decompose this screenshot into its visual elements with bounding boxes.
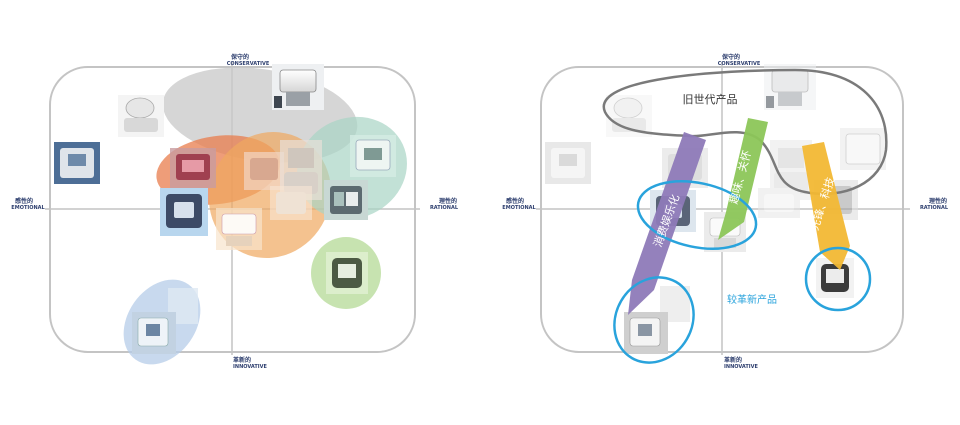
axis-label-en: RATIONAL — [430, 205, 459, 211]
product-thumbnail — [132, 288, 198, 354]
axis-label-en: INNOVATIVE — [233, 364, 267, 370]
arrow-orange — [802, 142, 850, 270]
ring-innovative-product — [613, 276, 695, 364]
product-thumbnail — [324, 180, 368, 220]
axis-label-zh: 保守的 — [721, 53, 740, 61]
product-thumbnail — [54, 142, 100, 184]
left-axis-top-label: 保守的 CONSERVATIVE — [227, 53, 270, 67]
arrow-purple — [628, 132, 706, 315]
axis-label-en: RATIONAL — [920, 205, 949, 211]
ring-tech-product — [804, 246, 872, 312]
left-map: 保守的 CONSERVATIVE 革新的 INNOVATIVE 感性的 EMOT… — [11, 53, 459, 370]
axis-label-en: CONSERVATIVE — [718, 61, 761, 67]
product-thumbnail — [816, 258, 854, 298]
axis-label-zh: 理性的 — [439, 197, 457, 205]
product-thumbnail — [758, 188, 800, 218]
right-axis-top-label: 保守的 CONSERVATIVE — [718, 53, 761, 67]
product-thumbnail — [326, 252, 368, 294]
product-thumbnail — [606, 95, 652, 137]
arrow-green — [718, 118, 768, 240]
axis-label-en: INNOVATIVE — [724, 364, 758, 370]
product-thumbnail — [216, 208, 262, 250]
axis-label-en: EMOTIONAL — [11, 205, 45, 211]
newer-products-label: 较革新产品 — [727, 293, 777, 306]
product-thumbnail — [270, 186, 312, 220]
ring-entertainment-cluster — [636, 180, 758, 250]
product-thumbnail — [350, 135, 396, 177]
product-thumbnail — [170, 148, 216, 188]
product-thumbnail — [545, 142, 591, 184]
product-thumbnail — [272, 64, 324, 110]
axis-label-zh: 革新的 — [724, 356, 742, 364]
right-map: 旧世代产品 较革新产品 消费娱乐化 趣味、关怀 先锋、科技 保守的 CONSER… — [502, 53, 949, 370]
old-generation-label: 旧世代产品 — [683, 92, 738, 106]
product-thumbnail — [624, 286, 690, 354]
left-axis-left-label: 感性的 EMOTIONAL — [11, 197, 45, 211]
axis-label-zh: 理性的 — [929, 197, 947, 205]
axis-label-zh: 感性的 — [15, 197, 33, 205]
axis-label-zh: 感性的 — [506, 197, 524, 205]
product-thumbnail — [244, 152, 284, 190]
right-axis-right-label: 理性的 RATIONAL — [920, 197, 949, 211]
product-thumbnail — [118, 95, 164, 137]
axis-label-zh: 保守的 — [230, 53, 249, 61]
right-axis-left-label: 感性的 EMOTIONAL — [502, 197, 536, 211]
left-axis-bottom-label: 革新的 INNOVATIVE — [233, 356, 268, 370]
axis-label-en: CONSERVATIVE — [227, 61, 270, 67]
axis-label-zh: 革新的 — [233, 356, 251, 364]
axis-label-en: EMOTIONAL — [502, 205, 536, 211]
product-thumbnail — [160, 188, 208, 236]
product-thumbnail — [840, 128, 886, 170]
right-axis-bottom-label: 革新的 INNOVATIVE — [724, 356, 759, 370]
left-axis-right-label: 理性的 RATIONAL — [430, 197, 459, 211]
